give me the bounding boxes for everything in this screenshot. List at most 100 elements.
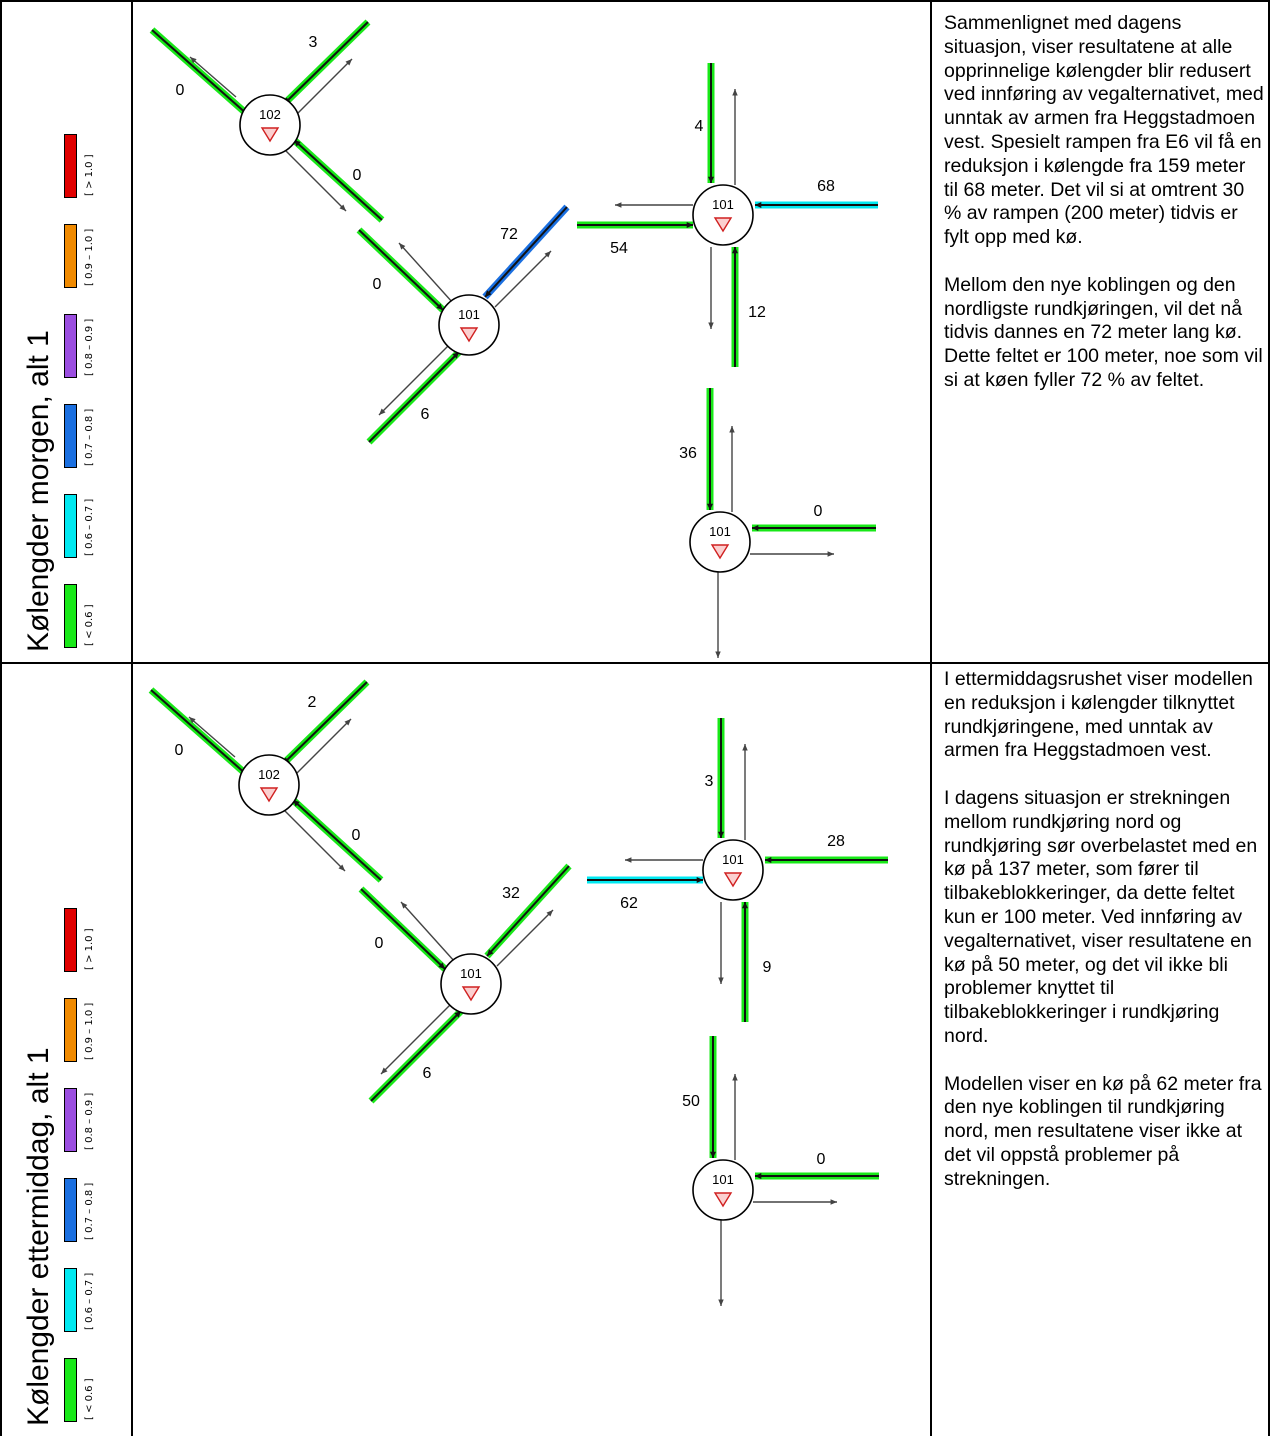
table-border-top [0,0,1270,2]
roundabout-id: 101 [722,852,744,867]
arrowhead [379,408,386,415]
road-edge [358,229,444,311]
roundabout-id: 101 [460,966,482,981]
legend-label: [ < 0.6 ] [84,1378,95,1420]
row-2-title: Kølengder ettermiddag, alt 1 [22,1047,55,1426]
arrowhead [339,204,346,211]
road-edge [293,139,383,221]
arrowhead [401,902,408,909]
road-edge [370,1010,462,1102]
roundabout-id: 101 [712,1172,734,1187]
arrowhead [717,831,725,838]
legend-label: [ 0.8 – 0.9 ] [84,1092,95,1150]
legend-label: [ > 1.0 ] [84,154,95,196]
legend-swatch [64,494,77,558]
roundabout-id: 101 [709,524,731,539]
legend-swatch [64,134,77,198]
direction-arrow [189,56,237,98]
row-2-paragraph-2: I dagens situasjon er strekningen mellom… [944,786,1258,1047]
direction-arrow [294,718,352,776]
queue-length-label: 0 [353,167,362,184]
yield-sign-icon [713,217,733,233]
queue-length-label: 36 [679,445,697,462]
arrowhead [707,176,715,183]
arrowhead [615,202,622,208]
direction-arrow [494,250,552,308]
yield-sign-icon [710,544,730,560]
legend-label: [ > 1.0 ] [84,928,95,970]
roundabout-node [692,1159,754,1221]
queue-length-label: 0 [175,742,184,759]
queue-length-label: 0 [814,503,823,520]
arrowhead [546,910,553,917]
row-1-paragraph-2: Mellom den nye koblingen og den nordligs… [944,273,1263,391]
table-divider-1 [131,0,133,1436]
queue-length-label: 28 [827,833,845,850]
direction-arrow [496,909,554,967]
legend-label: [ 0.6 – 0.7 ] [84,1272,95,1330]
direction-arrow [285,150,347,212]
row-2-label-cell: Kølengder ettermiddag, alt 1 [ > 1.0 ] [ … [2,664,131,1436]
road-edge [283,21,369,105]
arrowhead [345,59,352,66]
roundabout-node [440,953,502,1015]
queue-length-label: 62 [620,895,638,912]
road-edge [484,206,568,298]
arrowhead [709,1151,717,1158]
queue-length-label: 0 [373,276,382,293]
direction-arrow [188,716,236,758]
legend-swatch [64,998,77,1062]
queue-length-label: 0 [176,82,185,99]
road-edge [282,681,368,765]
arrowhead [338,864,345,871]
direction-arrow [398,242,454,304]
legend-swatch [64,1088,77,1152]
arrowhead [381,1067,388,1074]
legend-swatch [64,224,77,288]
road-edge [368,351,460,443]
legend-swatch [64,1268,77,1332]
arrowhead [399,243,406,250]
queue-length-label: 6 [421,406,430,423]
roundabout-node [689,511,751,573]
legend-label: [ 0.9 – 1.0 ] [84,228,95,286]
legend-label: [ 0.6 – 0.7 ] [84,498,95,556]
arrowhead [438,962,445,969]
roundabout-id: 101 [712,197,734,212]
road-edge [150,689,248,776]
direction-arrow [378,344,450,416]
legend-swatch [64,908,77,972]
queue-length-label: 0 [817,1151,826,1168]
legend-label: [ 0.7 – 0.8 ] [84,1182,95,1240]
road-edge [151,29,249,116]
arrowhead [706,503,714,510]
legend-label: [ 0.8 – 0.9 ] [84,318,95,376]
row-2-paragraph-3: Modellen viser en kø på 62 meter fra den… [944,1072,1262,1190]
queue-length-label: 72 [500,226,518,243]
direction-arrow [295,58,353,116]
legend-label: [ 0.7 – 0.8 ] [84,408,95,466]
arrowhead [454,1011,461,1018]
legend-swatch [64,584,77,648]
legend-swatch [64,1178,77,1242]
roundabout-id: 102 [258,767,280,782]
roundabout-node [702,839,764,901]
row-1-description: Sammenlignet med dagens situasjon, viser… [944,12,1264,417]
arrowhead [718,1299,724,1306]
yield-sign-icon [713,1192,733,1208]
table-border-right [1268,0,1270,1436]
arrowhead [718,977,724,984]
table-row-divider [0,662,1270,664]
arrowhead [686,221,693,229]
arrowhead [344,719,351,726]
arrowhead [732,89,738,96]
arrowhead [830,1199,837,1205]
roundabout-node [692,184,754,246]
queue-length-label: 0 [375,935,384,952]
row-1-description-cell: Sammenlignet med dagens situasjon, viser… [932,2,1268,662]
yield-sign-icon [260,127,280,143]
arrowhead [487,949,494,956]
